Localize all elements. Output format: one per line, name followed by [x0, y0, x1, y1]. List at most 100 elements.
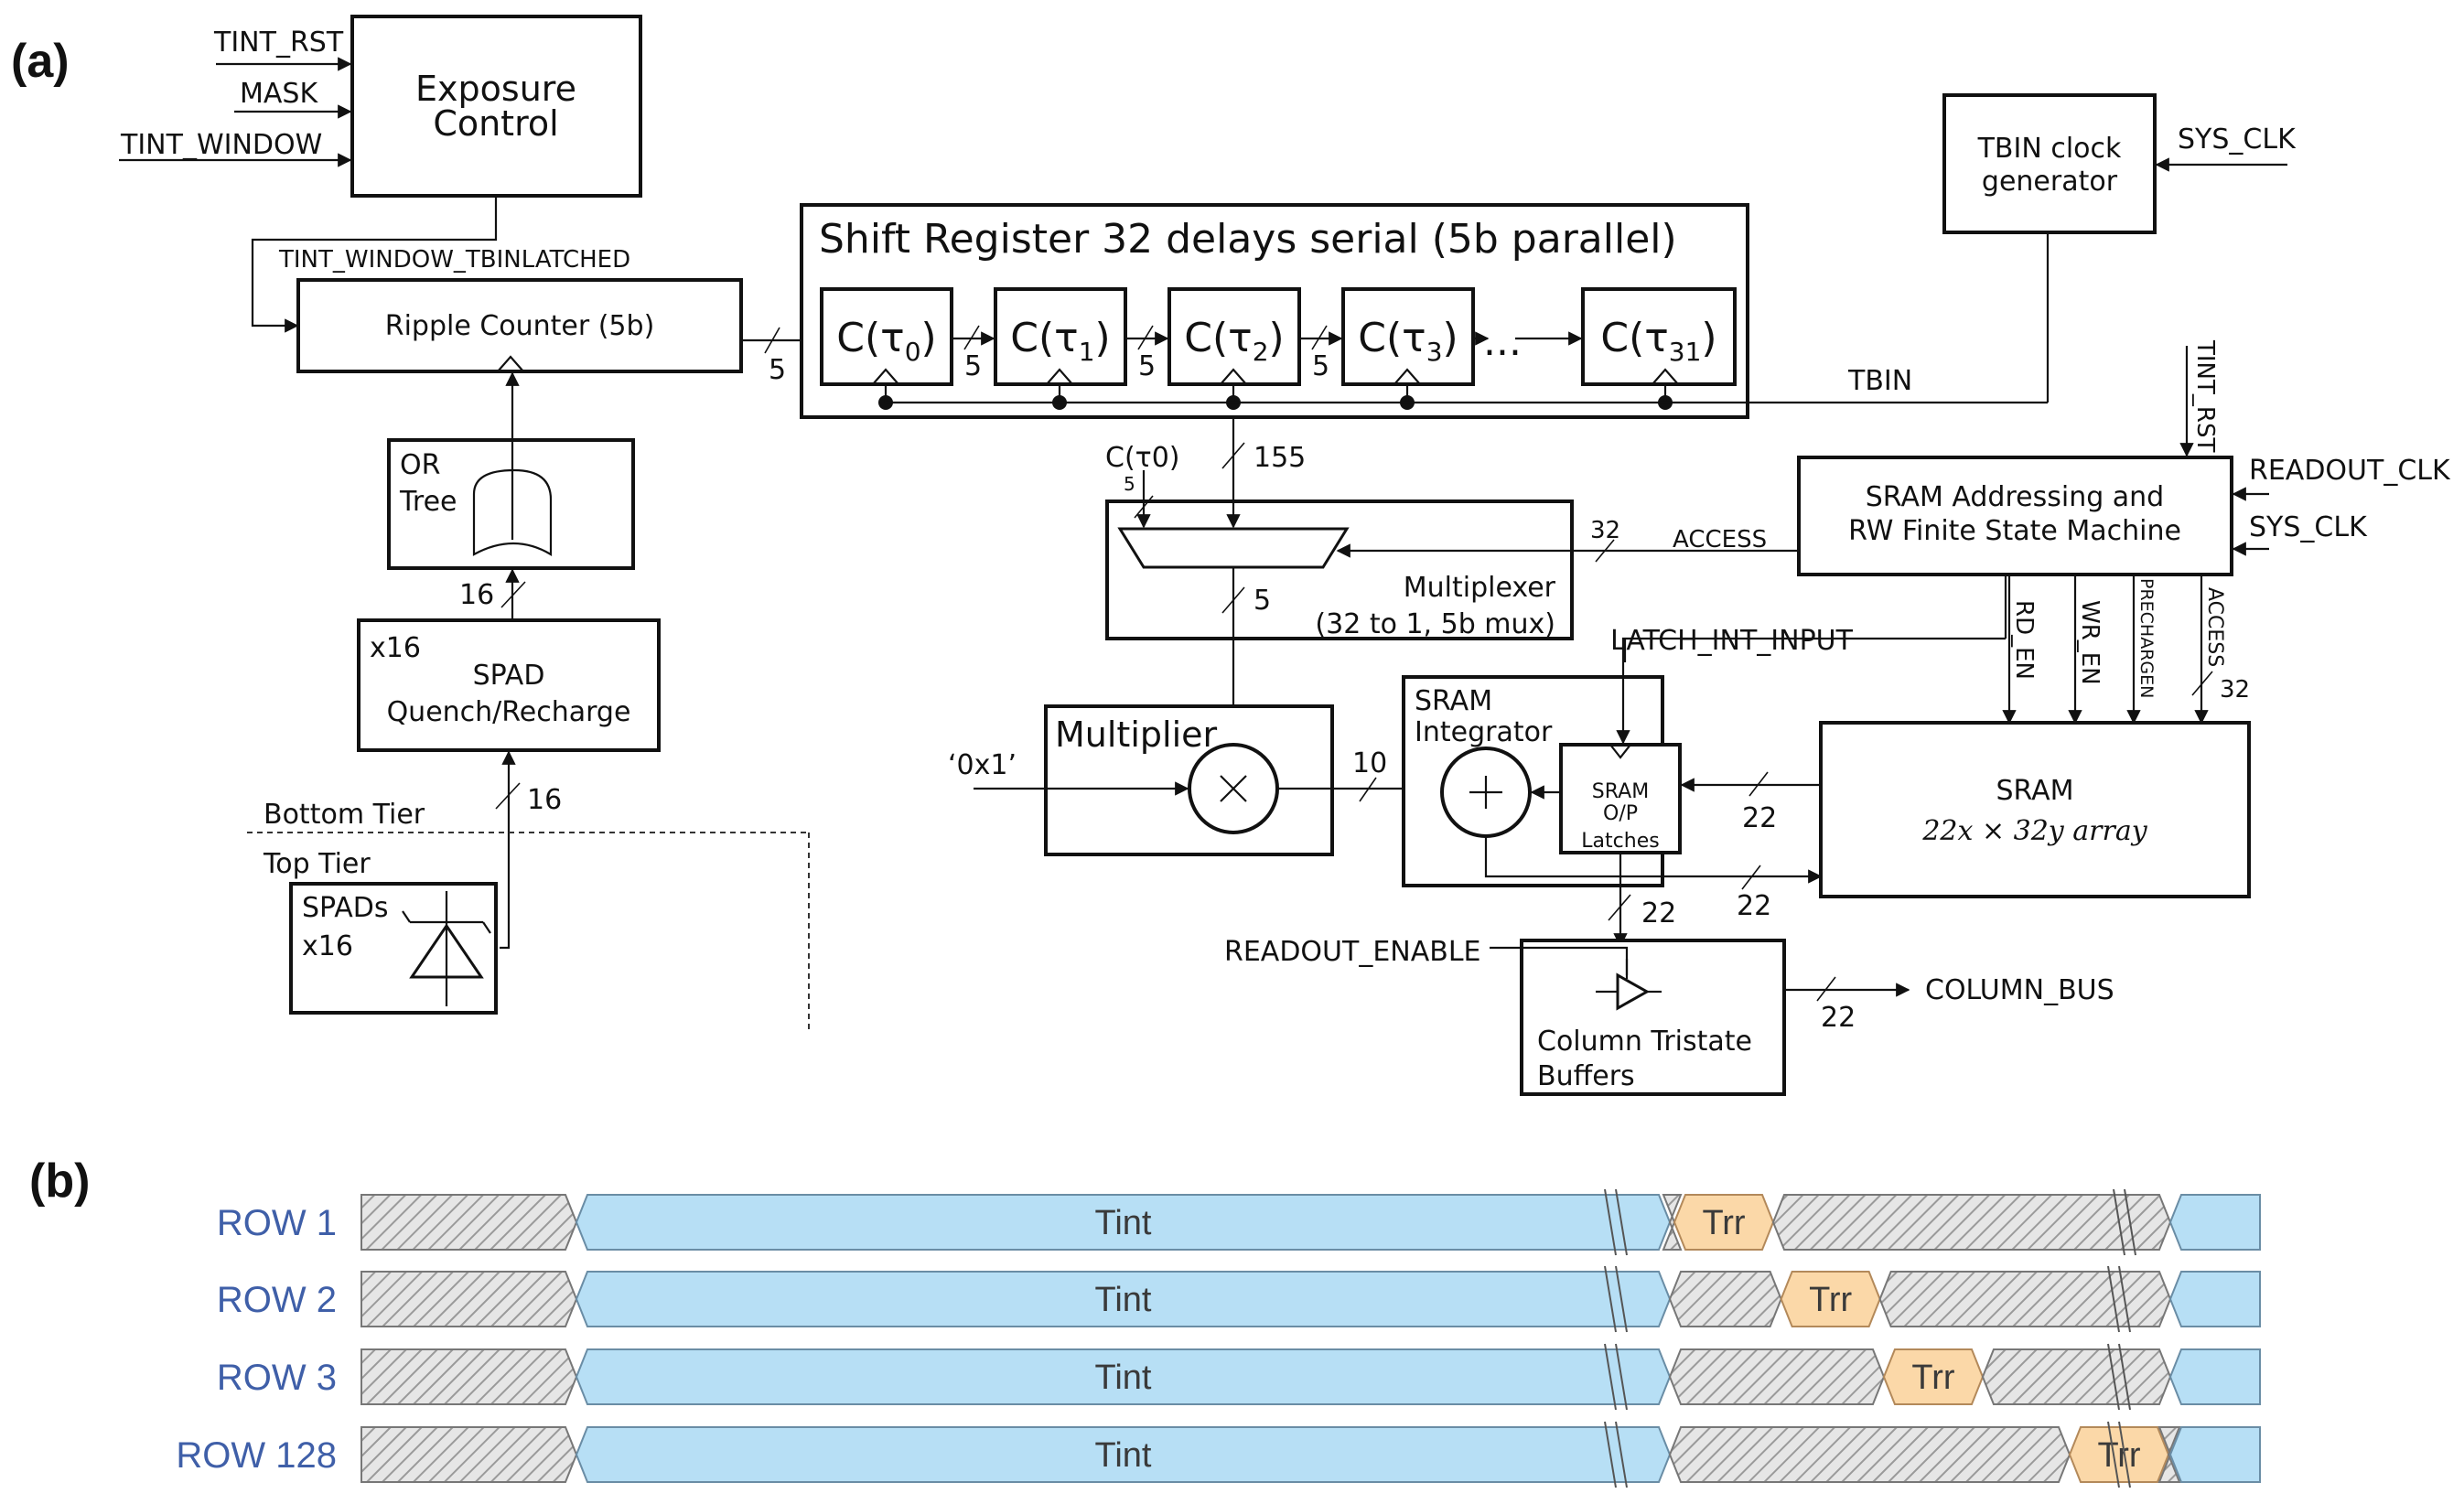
- signal-wr-en: WR_EN: [2076, 600, 2104, 685]
- signal-hex-one: ‘0x1’: [948, 749, 1017, 781]
- signal-mask: MASK: [240, 78, 318, 110]
- multiplexer-block: [1105, 500, 1574, 640]
- signal-sys-clk: SYS_CLK: [2178, 124, 2297, 156]
- tbin-clock-label-1: TBIN clock: [1977, 133, 2122, 165]
- tristate-buffer-icon: [1596, 959, 1662, 1011]
- mux-shape-icon: [1117, 527, 1350, 569]
- bus-width-sram-to-latch: 22: [1742, 802, 1777, 834]
- panel-label-a: (a): [11, 35, 70, 88]
- trr-label-0: Trr: [1702, 1204, 1745, 1242]
- exposure-control-label-1: Exposure: [415, 69, 576, 109]
- signal-tbin: TBIN: [1847, 365, 1912, 397]
- bus-width-buf-out: 22: [1821, 1002, 1856, 1034]
- signal-column-bus: COLUMN_BUS: [1925, 974, 2114, 1006]
- bus-width-latch-to-buf: 22: [1641, 897, 1676, 929]
- sram-array-block: [1819, 721, 2251, 898]
- bottom-tier-label: Bottom Tier: [264, 799, 425, 831]
- signal-tint-window-latched: TINT_WINDOW_TBINLATCHED: [278, 246, 630, 274]
- tint-label-1: Tint: [1095, 1281, 1152, 1319]
- tbin-clock-generator-block: [1942, 93, 2157, 234]
- top-tier-label: Top Tier: [263, 848, 371, 880]
- exposure-control-block: [350, 15, 642, 198]
- tint-label-3: Tint: [1095, 1436, 1152, 1475]
- sram-latches-block: [1559, 743, 1682, 854]
- spad-quench-label-x16: x16: [370, 632, 421, 664]
- bus-width-access-vertical: 32: [2220, 676, 2250, 704]
- spads-label-2: x16: [302, 930, 353, 962]
- ripple-counter-label: Ripple Counter (5b): [385, 310, 655, 342]
- signal-latch-int-input: LATCH_INT_INPUT: [1610, 625, 1854, 657]
- buffers-label-2: Buffers: [1537, 1060, 1635, 1092]
- or-gate-icon: [472, 468, 553, 556]
- shift-cell-label-4: C(τ31): [1600, 315, 1716, 367]
- tint-label-0: Tint: [1095, 1204, 1152, 1242]
- spads-block: [289, 882, 498, 1015]
- shift-cell-2: [1167, 287, 1301, 386]
- or-tree-label-2: Tree: [399, 486, 457, 518]
- shift-cell-label-1: C(τ1): [1010, 315, 1110, 367]
- signal-readout-clk: READOUT_CLK: [2249, 455, 2451, 487]
- shift-cell-1: [994, 287, 1127, 386]
- multiplexer-label-2: (32 to 1, 5b mux): [1315, 608, 1555, 640]
- sram-fsm-block: [1797, 456, 2233, 576]
- bus-width-c1: 5: [1138, 350, 1156, 382]
- signal-tint-window: TINT_WINDOW: [120, 129, 322, 161]
- exposure-control-label-2: Control: [433, 103, 558, 144]
- timing-row-label-0: ROW 1: [217, 1203, 337, 1243]
- signal-rd-en: RD_EN: [2010, 600, 2038, 680]
- bus-width-int-to-sram: 22: [1737, 890, 1771, 922]
- bus-width-mult-out: 10: [1352, 747, 1387, 779]
- integrator-label-1: SRAM: [1415, 685, 1492, 717]
- bus-width-access: 32: [1590, 517, 1620, 544]
- shift-cell-4: [1581, 287, 1737, 386]
- shift-cell-3: [1341, 287, 1475, 386]
- tint-label-2: Tint: [1095, 1359, 1152, 1397]
- spads-label-1: SPADs: [302, 892, 388, 924]
- signal-c-tau0: C(τ0): [1105, 442, 1180, 474]
- bus-width-shift-out: 155: [1254, 442, 1306, 474]
- shift-cell-label-0: C(τ0): [836, 315, 936, 367]
- bus-width-spad-in: 16: [527, 784, 562, 816]
- trr-label-2: Trr: [1911, 1359, 1954, 1397]
- latches-label-2: O/P: [1603, 802, 1638, 825]
- signal-precharge: PRECHARGEN: [2136, 578, 2157, 698]
- or-tree-label-1: OR: [400, 449, 440, 481]
- bus-width-or-in: 16: [459, 579, 494, 611]
- multiplexer-label-1: Multiplexer: [1404, 572, 1556, 604]
- latches-label-1: SRAM: [1592, 780, 1649, 803]
- or-tree-block: [387, 438, 635, 570]
- panel-label-b: (b): [29, 1155, 90, 1208]
- spad-quench-label-spad: SPAD: [473, 660, 545, 692]
- timing-row-label-3: ROW 128: [176, 1435, 337, 1476]
- signal-tint-rst-vertical: TINT_RST: [2191, 339, 2219, 452]
- spad-diode-icon: [402, 891, 491, 1006]
- spad-quench-label-qr: Quench/Recharge: [387, 696, 631, 728]
- shift-register-title: Shift Register 32 delays serial (5b para…: [819, 216, 1677, 263]
- bus-width-c-tau0: 5: [1124, 473, 1135, 495]
- signal-sys-clk-2: SYS_CLK: [2249, 511, 2368, 543]
- tbin-clock-label-2: generator: [1982, 166, 2118, 198]
- bus-width-c2: 5: [1312, 350, 1329, 382]
- sram-label-2: 22x × 32y array: [1921, 815, 2147, 847]
- sram-fsm-label-2: RW Finite State Machine: [1848, 515, 2181, 547]
- shift-register-cells: C(τ0)C(τ1)C(τ2)C(τ3)C(τ31): [820, 287, 1737, 410]
- integrator-label-2: Integrator: [1415, 716, 1553, 748]
- timing-row-label-2: ROW 3: [217, 1358, 337, 1398]
- bus-width-ripple-out: 5: [769, 354, 786, 386]
- latches-label-3: Latches: [1581, 830, 1659, 853]
- timing-row-label-1: ROW 2: [217, 1280, 337, 1320]
- column-buffers-block: [1520, 939, 1786, 1096]
- shift-register-ellipsis: ...: [1483, 318, 1522, 365]
- signal-access: ACCESS: [1673, 526, 1767, 553]
- shift-cell-label-3: C(τ3): [1358, 315, 1458, 367]
- spad-quench-block: [357, 618, 661, 752]
- buffers-label-1: Column Tristate: [1537, 1026, 1752, 1058]
- signal-tint-rst: TINT_RST: [213, 27, 344, 59]
- multiplier-label: Multiplier: [1055, 714, 1218, 755]
- trr-label-1: Trr: [1809, 1281, 1852, 1319]
- bus-width-c0: 5: [964, 350, 982, 382]
- trr-label-3: Trr: [2097, 1436, 2140, 1475]
- signal-readout-enable: READOUT_ENABLE: [1224, 936, 1481, 968]
